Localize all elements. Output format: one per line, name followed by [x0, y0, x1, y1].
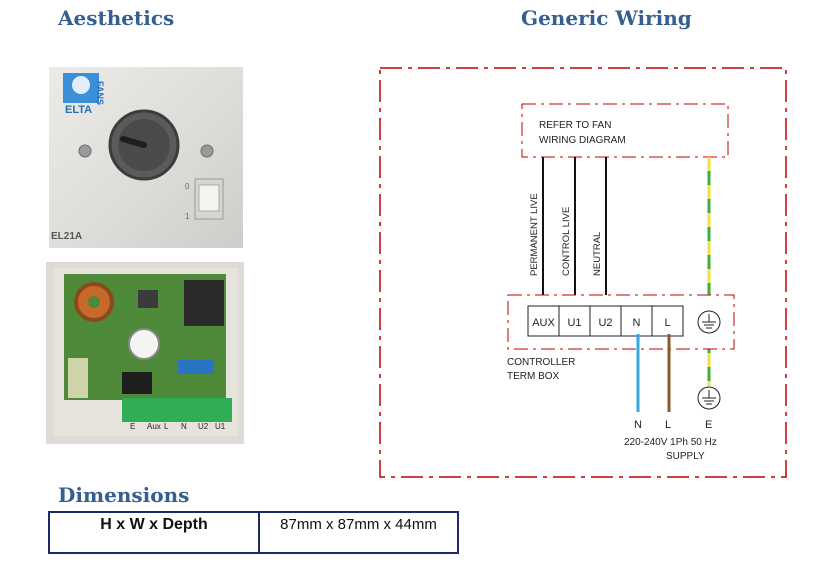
- terminal-u2: [589, 305, 622, 337]
- dimensions-table: H x W x Depth 87mm x 87mm x 44mm: [48, 511, 459, 554]
- dimensions-value-cell: 87mm x 87mm x 44mm: [258, 511, 459, 554]
- switch-on-mark: 1: [185, 212, 190, 221]
- box-label-line-2: TERM BOX: [507, 371, 560, 382]
- terminal-label-aux: AUX: [532, 317, 555, 329]
- terminal-label-l: L: [664, 317, 670, 329]
- pcb-terminal-label: N: [181, 422, 187, 431]
- terminal-aux: [527, 305, 560, 337]
- wire-label-neutral: NEUTRAL: [592, 232, 603, 276]
- wire-label-control-live: CONTROL LIVE: [561, 207, 572, 276]
- switch-module-icon: [122, 372, 152, 394]
- table-row: H x W x Depth 87mm x 87mm x 44mm: [48, 511, 459, 554]
- pcb-terminal-label: U2: [198, 422, 209, 431]
- diagram-border: [379, 67, 787, 478]
- switch-off-mark: 0: [185, 182, 190, 191]
- potentiometer-icon: [128, 328, 160, 360]
- supply-label-e: E: [705, 419, 712, 431]
- brand-side-text: FANS: [95, 81, 105, 105]
- box-earth-symbol-icon: [697, 310, 721, 334]
- aesthetics-heading: Aesthetics: [58, 6, 175, 30]
- box-label-line-1: CONTROLLER: [507, 357, 575, 368]
- pcb-terminal-label: Aux: [147, 422, 161, 431]
- terminal-block: [122, 398, 232, 422]
- fan-note-box: [521, 103, 729, 158]
- brand-text: ELTA: [65, 104, 92, 116]
- note-line-1: REFER TO FAN: [539, 120, 611, 131]
- terminal-label-n: N: [633, 317, 641, 329]
- terminal-n: [620, 305, 653, 337]
- pcb-terminal-label: L: [164, 422, 169, 431]
- supply-label-n: N: [634, 419, 642, 431]
- dimensions-label-cell: H x W x Depth: [48, 511, 260, 554]
- supply-spec-line-2: SUPPLY: [666, 451, 705, 462]
- heatsink-icon: [184, 280, 224, 326]
- controller-front-photo: ELTA FANS 0 1 EL21A: [49, 67, 243, 248]
- right-screw-icon: [200, 144, 214, 158]
- terminal-label-u1: U1: [567, 317, 581, 329]
- model-text: EL21A: [51, 231, 82, 242]
- capacitor-icon: [178, 360, 214, 374]
- left-screw-icon: [78, 144, 92, 158]
- supply-label-l: L: [665, 419, 671, 431]
- dimensions-heading: Dimensions: [58, 483, 190, 507]
- pcb-terminal-label: U1: [215, 422, 226, 431]
- wire-label-permanent-live: PERMANENT LIVE: [529, 193, 540, 276]
- supply-earth-symbol-icon: [697, 386, 721, 410]
- note-line-2: WIRING DIAGRAM: [539, 135, 626, 146]
- pcb-terminal-label: E: [130, 422, 135, 431]
- generic-wiring-heading: Generic Wiring: [521, 6, 692, 30]
- supply-spec-line-1: 220-240V 1Ph 50 Hz: [624, 437, 717, 448]
- wiring-diagram: REFER TO FAN WIRING DIAGRAM PERMANENT LI…: [379, 67, 787, 478]
- controller-front-drawing: ELTA FANS 0 1 EL21A: [51, 73, 224, 242]
- terminal-label-u2: U2: [598, 317, 612, 329]
- terminal-row: AUX U1 U2 N L: [527, 305, 684, 337]
